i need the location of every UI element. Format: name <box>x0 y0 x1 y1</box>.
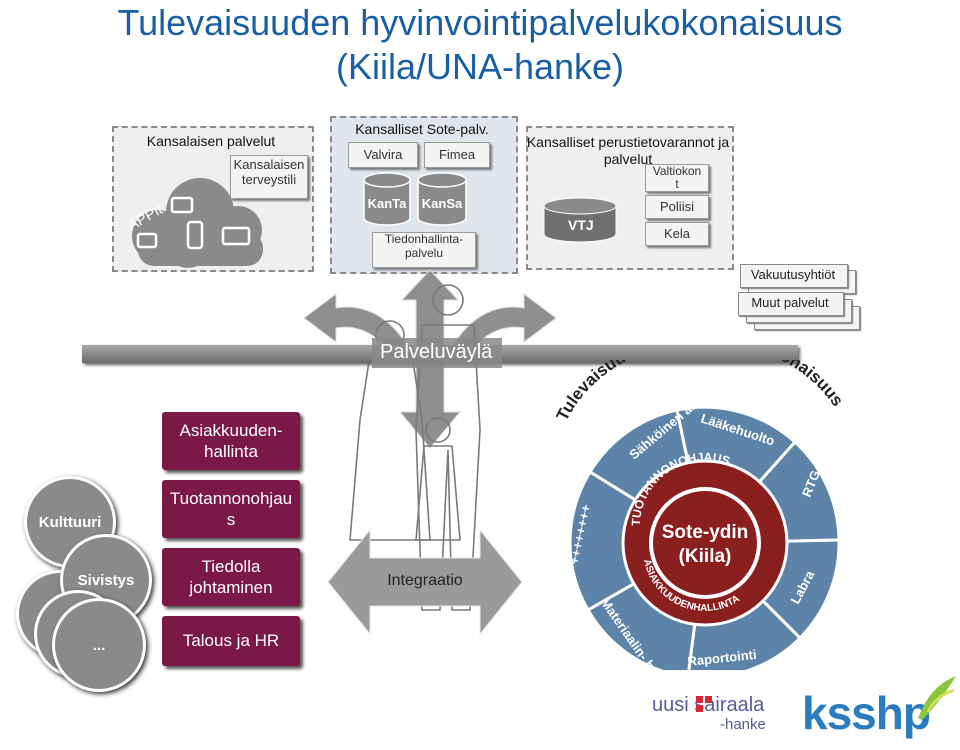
vtj-database: VTJ <box>543 197 617 243</box>
citizen-services-title: Kansalaisen palvelut <box>146 133 276 149</box>
valtiokonttori-button[interactable]: Valtiokon t <box>645 164 709 192</box>
national-sote-title: Kansalliset Sote-palv. <box>355 121 489 137</box>
apps-cloud-graphic: APPit <box>125 178 263 268</box>
customer-management-box[interactable]: Asiakkuuden- hallinta <box>162 412 300 470</box>
insurance-stack-front[interactable] <box>740 264 848 288</box>
integration-label: Integraatio <box>387 572 463 589</box>
database-cylinders: KanTa KanSa <box>363 172 467 226</box>
page-subtitle: (Kiila/UNA-hanke) <box>335 46 625 87</box>
uusi-sairaala-logo: uusi sairaala <box>652 694 765 716</box>
kansa-label: KanSa <box>422 196 463 211</box>
production-control-box[interactable]: Tuotannonohjau s <box>162 480 300 538</box>
fimea-button[interactable]: Fimea <box>424 142 490 168</box>
vtj-label: VTJ <box>568 217 594 233</box>
red-squares-icon <box>696 696 712 712</box>
core-line1: Sote-ydin <box>662 522 749 543</box>
ksshp-leaf-icon <box>918 676 956 720</box>
service-bus-label-bg <box>372 338 502 368</box>
kanta-label: KanTa <box>368 196 408 211</box>
more-circle[interactable]: ... <box>52 598 146 692</box>
hanke-logo-text: -hanke <box>720 716 766 733</box>
education-label: Sivistys <box>77 571 135 589</box>
laptop-icon <box>221 226 251 246</box>
more-label: ... <box>92 636 106 654</box>
integration-arrow <box>328 528 522 636</box>
finance-hr-box[interactable]: Talous ja HR <box>162 616 300 666</box>
culture-label: Kulttuuri <box>38 513 102 531</box>
wellbeing-account-button[interactable]: Kansalaisen terveystili <box>230 155 308 199</box>
label-raportointi: Raportointi <box>687 647 758 669</box>
knowledge-management-box[interactable]: Tiedolla johtaminen <box>162 548 300 606</box>
kela-button[interactable]: Kela <box>645 222 709 246</box>
valvira-button[interactable]: Valvira <box>348 142 418 168</box>
ksshp-logo: ksshp <box>802 687 931 739</box>
poliisi-button[interactable]: Poliisi <box>645 195 709 219</box>
family-illustration <box>349 284 481 611</box>
phone-icon <box>186 220 204 250</box>
tiedonhallinta-button[interactable]: Tiedonhallinta- palvelu <box>372 232 476 268</box>
other-services-label: Muut palvelut <box>751 295 829 310</box>
other-services-stack-1[interactable] <box>738 292 844 316</box>
national-registers-title: Kansalliset perustietovarannot ja palvel… <box>526 134 730 167</box>
insurance-label: Vakuutusyhtiöt <box>750 267 836 282</box>
page-title: Tulevaisuuden hyvinvointipalvelukokonais… <box>117 2 843 43</box>
camera-icon <box>136 232 158 249</box>
core-line2: (Kiila) <box>679 546 732 567</box>
sote-wheel: Tulevaisuuden sotepalvelukokonaisuus TUO… <box>553 360 847 670</box>
tv-icon <box>170 196 194 214</box>
service-bus-label: Palveluväylä <box>380 341 493 363</box>
